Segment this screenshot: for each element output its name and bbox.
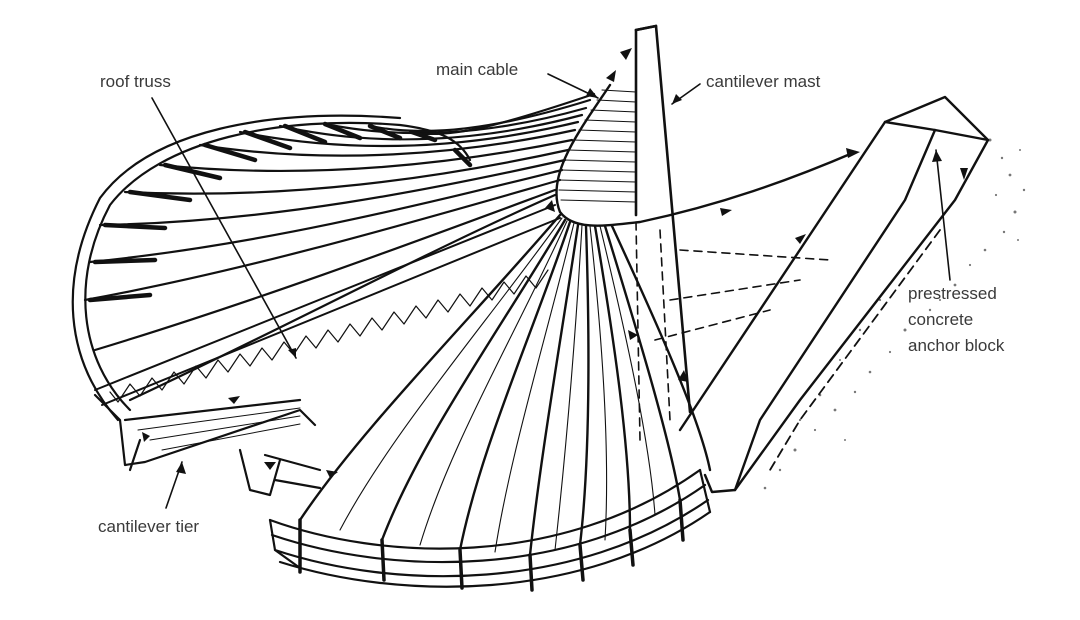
leader-anchor-block bbox=[935, 149, 951, 281]
label-anchor-block-line-2: concrete bbox=[908, 310, 974, 329]
leader-lines bbox=[151, 73, 951, 509]
ground-stipple bbox=[763, 138, 1026, 490]
roof-outer-ring bbox=[71, 114, 472, 422]
cantilever-tier bbox=[93, 393, 322, 497]
force-arrows bbox=[142, 48, 968, 478]
label-cantilever-mast: cantilever mast bbox=[706, 72, 821, 91]
dashed-cable-lines bbox=[635, 221, 831, 441]
label-anchor-block-line-3: anchor block bbox=[908, 336, 1005, 355]
right-roof-fan bbox=[298, 213, 712, 557]
roof-truss bbox=[94, 204, 561, 406]
hanger-lines bbox=[558, 89, 637, 203]
label-anchor-block-line-1: prestressed bbox=[908, 284, 997, 303]
label-anchor-block: prestressed concrete anchor block bbox=[908, 281, 1004, 359]
main-cable bbox=[555, 83, 857, 227]
leader-arrowheads bbox=[176, 88, 942, 474]
seating-arc bbox=[268, 468, 712, 588]
arc-ribs bbox=[298, 498, 685, 592]
leader-roof-truss bbox=[151, 97, 297, 359]
label-roof-truss: roof truss bbox=[100, 72, 171, 91]
roof-ribs bbox=[83, 92, 596, 402]
anchor-block bbox=[678, 95, 990, 494]
label-cantilever-tier: cantilever tier bbox=[98, 517, 200, 536]
right-roof-fan-inner bbox=[339, 217, 656, 553]
label-main-cable: main cable bbox=[436, 60, 519, 79]
